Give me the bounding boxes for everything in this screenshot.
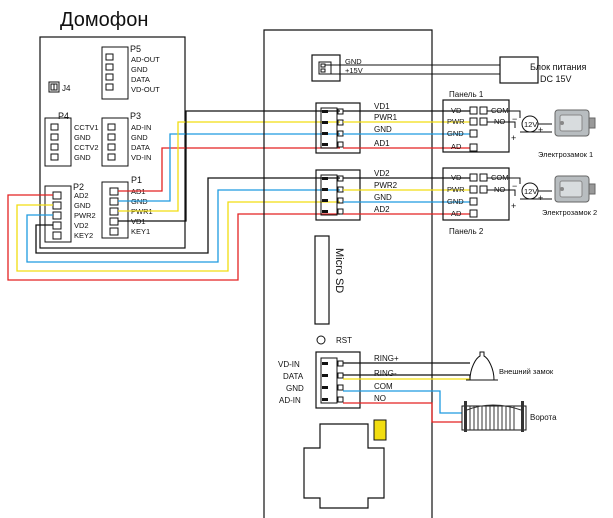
conn1-label-1: VD1 (374, 102, 390, 111)
power-supply: Блок питания DC 15V (499, 56, 587, 84)
p5-label: P5 (130, 44, 141, 54)
wires-p2 (7, 177, 340, 281)
power-connector: GND +15V (311, 54, 500, 82)
page-title: Домофон (60, 9, 148, 31)
bottom-left-3: GND (286, 384, 304, 393)
svg-text:+: + (538, 125, 543, 135)
gate-label: Ворота (530, 413, 557, 422)
conn1-label-2: PWR1 (374, 113, 398, 122)
conn1-label-3: GND (374, 125, 392, 134)
panel-2-pin-1: VD (451, 173, 462, 182)
p4-pin-4: GND (74, 153, 91, 162)
j4-label: J4 (62, 84, 71, 93)
p5-pin-2: GND (131, 65, 148, 74)
electric-lock-2-icon (554, 175, 596, 203)
p5-pin-1: AD-OUT (131, 55, 160, 64)
svg-text:−: − (512, 181, 517, 191)
conn2-label-1: VD2 (374, 169, 390, 178)
svg-text:+: + (538, 193, 543, 203)
p4-label: P4 (58, 111, 69, 121)
panel-2-pin-4: AD (451, 209, 462, 218)
panel-1-pin-4: AD (451, 142, 462, 151)
p2-pin-4: VD2 (74, 221, 89, 230)
gate-icon (461, 401, 527, 432)
p2-pin-1: AD2 (74, 191, 89, 200)
wires-panel2 (343, 177, 470, 215)
controller-connector-1 (315, 102, 361, 154)
rst-button: RST (316, 335, 352, 345)
p5-pin-4: VD-OUT (131, 85, 160, 94)
p3-pin-2: GND (131, 133, 148, 142)
p2-pin-2: GND (74, 201, 91, 210)
p5-pin-3: DATA (131, 75, 150, 84)
p1-pin-5: KEY1 (131, 227, 150, 236)
svg-text:+: + (511, 201, 516, 211)
conn1-label-4: AD1 (374, 139, 390, 148)
power-supply-label-1: Блок питания (530, 62, 587, 72)
bottom-right-2: RING- (374, 369, 397, 378)
j4-connector: J4 (48, 81, 71, 93)
lock-circuit-2: − + 12V + Электрозамок 2 (487, 175, 597, 217)
yellow-tab (373, 419, 387, 441)
wires-outputs (343, 362, 471, 423)
wires-panel1 (343, 110, 470, 149)
p2-pin-5: KEY2 (74, 231, 93, 240)
micro-sd-label: Micro SD (333, 248, 345, 293)
svg-text:−: − (512, 114, 517, 124)
intercom-board (39, 36, 186, 249)
p4-pin-3: CCTV2 (74, 143, 99, 152)
p3-connector: P3 AD-IN GND DATA VD-IN (101, 111, 151, 167)
electric-lock-1-icon (554, 109, 596, 137)
power-pin-gnd: GND (345, 57, 362, 66)
controller-connector-3: VD-IN DATA GND AD-IN (278, 351, 361, 409)
p2-pin-3: PWR2 (74, 211, 96, 220)
panel-2-label: Панель 2 (449, 227, 484, 236)
panel-1-label: Панель 1 (449, 90, 484, 99)
bell-icon (466, 351, 498, 381)
psu-12v-2-label: 12V (524, 187, 537, 196)
panel-1-pin-3: GND (447, 129, 464, 138)
controller-module (263, 29, 433, 518)
conn2-label-2: PWR2 (374, 181, 398, 190)
bottom-right-3: COM (374, 382, 393, 391)
svg-text:+: + (511, 133, 516, 143)
p4-pin-2: GND (74, 133, 91, 142)
bell-label: Внешний замок (499, 367, 554, 376)
rst-label: RST (336, 336, 352, 345)
p4-pin-1: CCTV1 (74, 123, 99, 132)
panel-2-pin-2: PWR (447, 185, 465, 194)
power-supply-label-2: DC 15V (540, 74, 572, 84)
lock-2-label: Электрозамок 2 (542, 208, 597, 217)
chip-outline (303, 419, 387, 509)
conn2-label-3: GND (374, 193, 392, 202)
psu-12v-1-label: 12V (524, 120, 537, 129)
lock-circuit-1: − + 12V + Электрозамок 1 (487, 109, 596, 159)
wires-p1 (118, 110, 340, 222)
bottom-left-2: DATA (283, 372, 304, 381)
bottom-left-1: VD-IN (278, 360, 300, 369)
micro-sd-slot: Micro SD (314, 235, 345, 325)
p3-pin-4: VD-IN (131, 153, 151, 162)
power-pin-15v: +15V (345, 66, 363, 75)
bottom-left-4: AD-IN (279, 396, 301, 405)
lock-1-label: Электрозамок 1 (538, 150, 593, 159)
panel-1: Панель 1 VD PWR GND AD COM NO (442, 90, 510, 153)
p5-connector: P5 AD-OUT GND DATA VD-OUT (101, 44, 160, 100)
panel-1-pin-1: VD (451, 106, 462, 115)
p4-connector: P4 CCTV1 GND CCTV2 GND (44, 111, 99, 167)
p2-connector: P2 AD2 GND PWR2 VD2 KEY2 (44, 182, 96, 243)
p1-connector: P1 AD1 GND PWR1 VD1 KEY1 (101, 175, 153, 239)
conn2-label-4: AD2 (374, 205, 390, 214)
panel-2-pin-3: GND (447, 197, 464, 206)
p3-label: P3 (130, 111, 141, 121)
panel-1-pin-2: PWR (447, 117, 465, 126)
p2-label: P2 (73, 182, 84, 192)
p1-label: P1 (131, 175, 142, 185)
p3-pin-3: DATA (131, 143, 150, 152)
bottom-right-1: RING+ (374, 354, 399, 363)
bottom-right-4: NO (374, 394, 386, 403)
p3-pin-1: AD-IN (131, 123, 151, 132)
